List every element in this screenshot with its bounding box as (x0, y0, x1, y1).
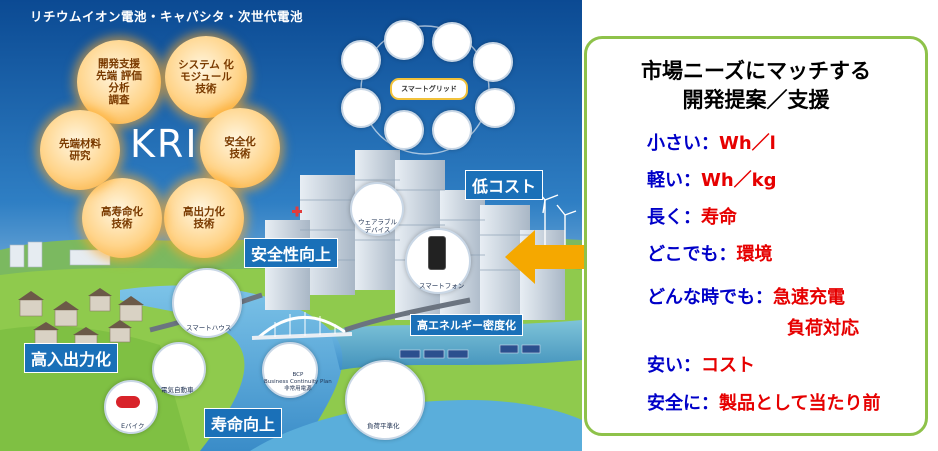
bubble-advanced-materials: 先端材料研究 (40, 110, 120, 190)
city-illustration: リチウムイオン電池・キャパシタ・次世代電池 開発支援先端 評価分析調査 システム… (0, 0, 582, 451)
wearable-label: ウェアラブルデバイス (358, 218, 397, 234)
grid-device-circle (432, 110, 472, 150)
ebike-icon (116, 396, 140, 408)
bubble-safety-tech: 安全化技術 (200, 108, 280, 188)
need-item-anytime: どんな時でも：急速充電 (647, 287, 845, 308)
ev-label: 電気自動車 (161, 386, 194, 394)
smartphone-label: スマートフォン (419, 282, 465, 290)
feature-safety-improvement: 安全性向上 (244, 238, 339, 268)
wearable-device-circle (350, 182, 404, 236)
smart-house-circle (172, 268, 242, 338)
load-leveling-label: 負荷平準化 (367, 422, 400, 430)
grid-device-circle (384, 20, 424, 60)
bubble-long-life-tech: 高寿命化技術 (82, 178, 162, 258)
grid-device-circle (473, 42, 513, 82)
bcp-circle (262, 342, 318, 398)
need-item-long: 長く：寿命 (647, 207, 737, 228)
market-needs-panel: 市場ニーズにマッチする 開発提案／支援 小さい：Wh／l 軽い：Wh／kg 長く… (584, 36, 928, 436)
grid-device-circle (341, 88, 381, 128)
kri-logo: KRI (130, 122, 199, 166)
load-leveling-circle (345, 360, 425, 440)
need-item-light: 軽い：Wh／kg (647, 170, 777, 191)
feature-long-life: 寿命向上 (204, 408, 283, 438)
bubble-development-support: 開発支援先端 評価分析調査 (77, 40, 161, 124)
grid-device-circle (341, 40, 381, 80)
ebike-label: Eバイク (121, 422, 145, 430)
bubble-high-power-tech: 高出力化技術 (164, 178, 244, 258)
feature-high-power: 高入出力化 (24, 343, 119, 373)
grid-device-circle (432, 22, 472, 62)
bubble-system-module: システム 化モジュール技術 (165, 36, 247, 118)
smart-grid-label: スマートグリッド (390, 78, 468, 100)
grid-device-circle (475, 88, 515, 128)
need-item-safe: 安全に：製品として当たり前 (647, 393, 881, 414)
left-arrow-icon (505, 230, 591, 284)
panel-title-line1: 市場ニーズにマッチする (641, 59, 871, 83)
need-item-small: 小さい：Wh／l (647, 133, 776, 154)
scene-headline: リチウムイオン電池・キャパシタ・次世代電池 (30, 9, 304, 24)
ev-circle (152, 342, 206, 396)
need-item-anytime-cont: 負荷対応 (787, 318, 859, 339)
feature-high-energy-density: 高エネルギー密度化 (410, 314, 523, 336)
need-item-cheap: 安い：コスト (647, 355, 755, 376)
feature-low-cost: 低コスト (465, 170, 544, 200)
smartphone-icon (428, 236, 446, 270)
smart-house-label: スマートハウス (186, 324, 232, 332)
panel-title-line2: 開発提案／支援 (682, 88, 830, 112)
need-item-anywhere: どこでも：環境 (647, 244, 773, 265)
grid-device-circle (384, 110, 424, 150)
